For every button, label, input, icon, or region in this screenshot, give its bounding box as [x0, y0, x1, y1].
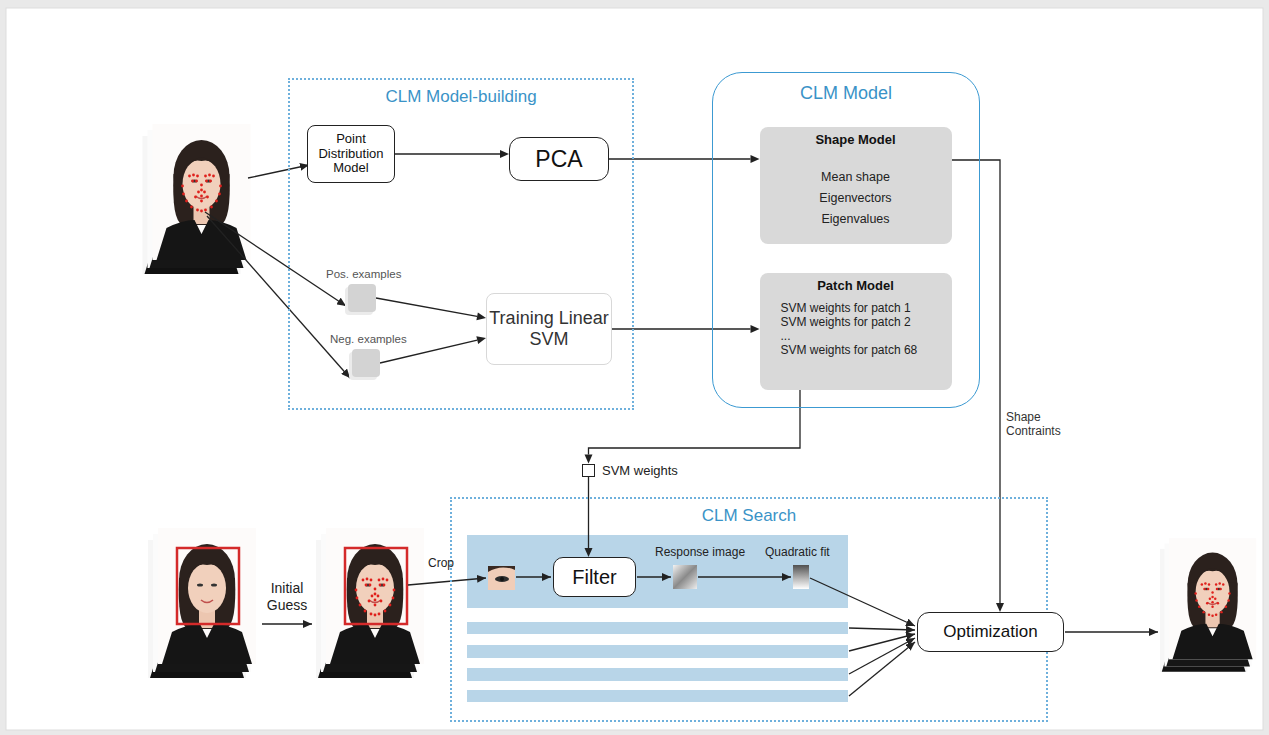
box-text-wrap: PCA: [535, 146, 582, 172]
arrow-label: Crop: [428, 556, 468, 570]
box-text-wrap: Optimization: [943, 622, 1037, 642]
image-label: Quadratic fit: [765, 545, 845, 559]
region-heading: CLM Model-building: [290, 87, 632, 107]
box-text-wrap: Point Distribution Model: [308, 132, 394, 177]
arrow-head: [585, 548, 593, 557]
flow-arrows: [205, 165, 1158, 696]
search-band: [467, 668, 848, 681]
panel-item: Eigenvectors: [760, 188, 952, 209]
sample-patch: Neg. examples: [330, 333, 406, 381]
face-photo: [316, 528, 424, 678]
face-photo: [1160, 538, 1256, 672]
box-label: Filter: [572, 566, 616, 589]
region-box: CLM Model-buildingPoint Distribution Mod…: [288, 78, 634, 410]
face-box: [345, 548, 407, 624]
process-box: Point Distribution Model: [307, 125, 395, 183]
image-label: Response image: [655, 545, 755, 559]
landmark-dots: [355, 578, 396, 617]
panel-text-wrap: Shape ModelMean shapeEigenvectorsEigenva…: [760, 132, 952, 234]
sample-label: Neg. examples: [330, 333, 406, 345]
connector: [609, 155, 760, 163]
arrow-label: Initial Guess: [262, 580, 312, 614]
panel-item: SVM weights for patch 1: [781, 301, 952, 315]
connector-line: [395, 153, 500, 154]
box-text-wrap: Filter: [572, 566, 616, 589]
connector: [585, 477, 593, 558]
arrow-head: [751, 325, 760, 333]
connector-line: [376, 298, 477, 316]
connector: [952, 160, 1005, 612]
landmark-dots: [181, 174, 222, 213]
edge-label: Shape Contraints: [1006, 410, 1068, 439]
search-band: [467, 645, 848, 658]
process-box: PCA: [509, 137, 609, 181]
arrow-head: [751, 155, 760, 163]
model-panel: Patch ModelSVM weights for patch 1SVM we…: [760, 273, 952, 390]
box-label: Optimization: [943, 622, 1037, 642]
data-square: SVM weights: [582, 462, 692, 478]
process-box: Optimization: [917, 612, 1064, 652]
panel-list: SVM weights for patch 1SVM weights for p…: [760, 301, 952, 357]
connector-line: [609, 158, 751, 159]
connector: [585, 390, 801, 464]
region-heading: CLM Model: [713, 83, 979, 104]
sample-square: [348, 284, 376, 312]
process-box: Filter: [553, 557, 636, 597]
landmark-dots: [1194, 582, 1230, 617]
eye-crop: [488, 566, 515, 590]
box-text-wrap: Training Linear SVM: [487, 308, 611, 349]
panel-list: Mean shapeEigenvectorsEigenvalues: [760, 167, 952, 230]
data-square: [582, 464, 595, 477]
quadratic-fit-image: [793, 565, 809, 589]
process-box: Training Linear SVM: [486, 293, 612, 365]
square-label: SVM weights: [602, 463, 678, 478]
connector-line: [589, 390, 801, 455]
panel-item: ...: [781, 329, 952, 343]
sample-square: [352, 349, 380, 377]
sample-patch: Pos. examples: [326, 268, 402, 316]
connector-line: [588, 477, 589, 549]
connector: [612, 325, 760, 333]
arrow-head: [500, 150, 509, 158]
connector: [395, 150, 509, 158]
arrow-head: [476, 336, 486, 344]
search-band: [467, 690, 848, 702]
panel-text-wrap: Patch ModelSVM weights for patch 1SVM we…: [760, 278, 952, 361]
search-band: [467, 622, 848, 634]
model-container: CLM ModelShape ModelMean shapeEigenvecto…: [712, 72, 980, 408]
search-band: [467, 535, 848, 608]
panel-item: SVM weights for patch 2: [781, 315, 952, 329]
arrow-head: [996, 603, 1004, 612]
arrow-head: [585, 455, 593, 464]
connector-line: [952, 160, 1001, 603]
arrow-head: [476, 312, 486, 320]
connector: [376, 298, 486, 320]
model-panel: Shape ModelMean shapeEigenvectorsEigenva…: [760, 127, 952, 244]
region-heading: CLM Search: [452, 506, 1046, 526]
panel-item: Eigenvalues: [760, 209, 952, 230]
panel-item: Mean shape: [760, 167, 952, 188]
panel-title: Shape Model: [760, 132, 952, 147]
sample-label: Pos. examples: [326, 268, 402, 280]
response-image: [673, 565, 697, 589]
page-ground: [6, 8, 1263, 730]
panel-title: Patch Model: [760, 278, 952, 293]
face-photo: [143, 124, 251, 274]
box-label: Training Linear SVM: [487, 308, 611, 349]
box-label: PCA: [535, 146, 582, 172]
face-box: [177, 548, 239, 624]
region-box: CLM SearchFilter: [450, 497, 1048, 722]
face-photo: [148, 528, 256, 678]
box-label: Point Distribution Model: [308, 132, 394, 177]
panel-item: SVM weights for patch 68: [781, 343, 952, 357]
